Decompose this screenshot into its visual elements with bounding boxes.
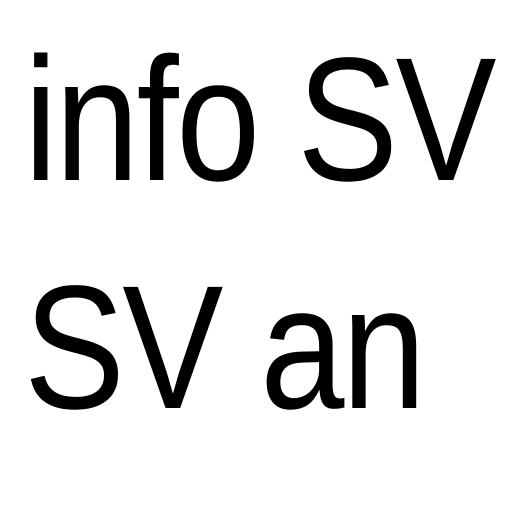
text-line-2: SV an xyxy=(24,250,426,446)
text-line-1: info SV xyxy=(24,22,497,218)
